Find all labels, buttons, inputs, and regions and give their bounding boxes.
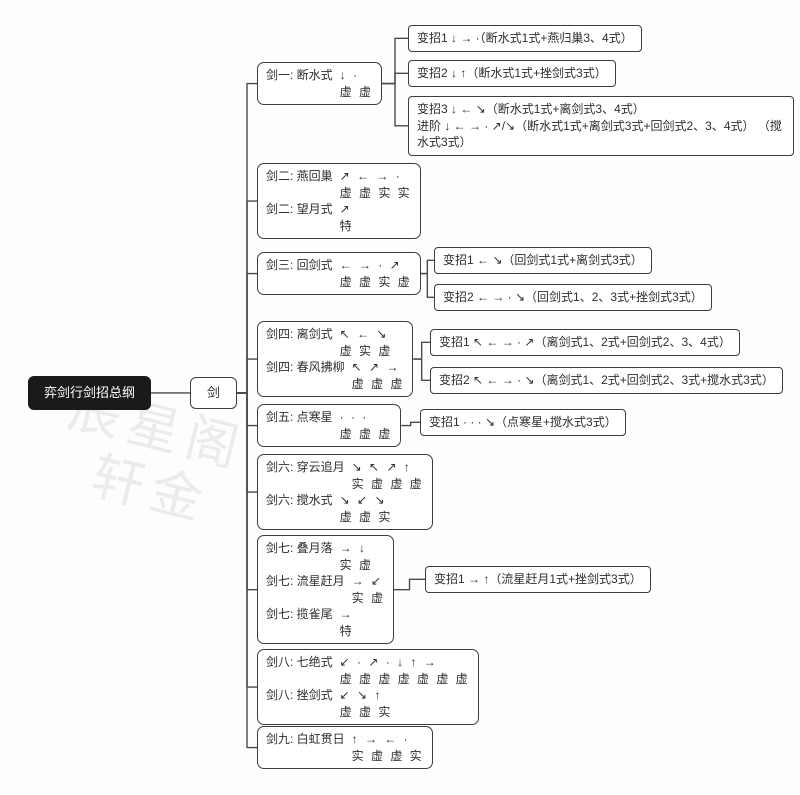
branch-node-jian6[interactable]: 剑六: 穿云追月↘ ↖ ↗ ↑ 剑六: 穿云追月实 虚 虚 虚 剑六: 搅水式↘… [257, 454, 433, 531]
variation-text: 变招2 ← → · ↘（回剑式1、2、3式+挫剑式3式） [443, 290, 703, 304]
arrow-sequence: ↘ ↙ ↘ [339, 493, 387, 508]
marks-text: 虚 虚 虚 [351, 376, 405, 391]
marks-text: 虚 虚 虚 [339, 426, 393, 441]
branch-node-jian4[interactable]: 剑四: 离剑式↖ ← ↘ 剑四: 离剑式虚 实 虚 剑四: 春风拂柳↖ ↗ → … [257, 321, 414, 398]
sword-trunk-node[interactable]: 剑 [190, 377, 238, 409]
arrow-sequence: → ↓ [339, 541, 368, 555]
technique-row: 剑六: 搅水式↘ ↙ ↘ 剑六: 搅水式虚 虚 实 [266, 492, 424, 525]
variation-node-jian4-2[interactable]: 变招2 ↖ ← → · ↘（离剑式1、2式+回剑式2、3式+搅水式3式） [430, 367, 783, 394]
variation-node-jian3-1[interactable]: 变招1 ← ↘（回剑式1式+离剑式3式） [434, 247, 652, 274]
marks-text: 虚 虚 虚 虚 虚 虚 虚 [339, 671, 470, 686]
variation-text: 变招2 ↓ ↑（断水式1式+挫剑式3式） [417, 66, 607, 80]
technique-name: 剑八: 七绝式 [266, 655, 333, 669]
variation-node-jian7-1[interactable]: 变招1 → ↑（流星赶月1式+挫剑式3式） [425, 566, 651, 593]
technique-row: 剑七: 叠月落→ ↓ 剑七: 叠月落实 虚 [266, 540, 385, 573]
technique-row: 剑五: 点寒星· · · 剑五: 点寒星虚 虚 虚 [266, 409, 392, 442]
arrow-sequence: · · · [339, 410, 369, 424]
arrow-sequence: ↑ → ← · [351, 732, 410, 746]
technique-row: 剑一: 断水式↓ · 剑一: 断水式虚 虚 [266, 67, 373, 100]
arrow-sequence: → [339, 607, 354, 622]
variation-node-jian4-1[interactable]: 变招1 ↖ ← → · ↗（离剑式1、2式+回剑式2、3、4式） [430, 329, 740, 356]
arrow-sequence: ↙ · ↗ · ↓ ↑ → [339, 655, 438, 669]
technique-name: 剑二: 燕回巢 [266, 169, 333, 183]
variation-text: 进阶 ↓ ← → · ↗/↘（断水式1式+离剑式3式+回剑式2、3、4式） （搅… [417, 118, 782, 150]
root-label: 弈剑行剑招总纲 [44, 385, 136, 400]
variation-node-jian5-1[interactable]: 变招1 · · · ↘（点寒星+搅水式3式） [420, 409, 626, 436]
variation-node-jian1-1[interactable]: 变招1 ↓ → ·（断水式1式+燕归巢3、4式） [408, 25, 642, 52]
branch-node-jian9[interactable]: 剑九: 白虹贯日↑ → ← · 剑九: 白虹贯日实 虚 虚 实 [257, 726, 433, 770]
technique-name: 剑五: 点寒星 [266, 410, 333, 424]
arrow-sequence: ↙ ↘ ↑ [339, 688, 383, 703]
arrow-sequence: ↖ ↗ → [351, 360, 401, 375]
branch-node-jian3[interactable]: 剑三: 回剑式← → · ↗ 剑三: 回剑式虚 虚 实 虚 [257, 252, 421, 296]
technique-name: 剑四: 离剑式 [266, 327, 333, 341]
arrow-sequence: ↗ [339, 202, 352, 217]
branch-node-jian5[interactable]: 剑五: 点寒星· · · 剑五: 点寒星虚 虚 虚 [257, 404, 402, 448]
branch-node-jian2[interactable]: 剑二: 燕回巢↗ ← → · 剑二: 燕回巢虚 虚 实 实 剑二: 望月式↗ 剑… [257, 163, 421, 240]
variation-text: 变招3 ↓ ← ↘（断水式1式+离剑式3、4式） [417, 102, 645, 116]
arrow-sequence: → ↙ [351, 574, 384, 589]
marks-text: 虚 虚 [339, 84, 374, 99]
root-node[interactable]: 弈剑行剑招总纲 [28, 376, 152, 410]
arrow-sequence: ← → · ↗ [339, 258, 402, 272]
marks-text: 实 虚 虚 虚 [351, 476, 424, 491]
arrow-sequence: ↘ ↖ ↗ ↑ [351, 460, 412, 474]
variation-text: 变招2 ↖ ← → · ↘（离剑式1、2式+回剑式2、3式+搅水式3式） [439, 373, 774, 387]
marks-text: 虚 虚 实 实 [339, 185, 412, 200]
variation-text: 变招1 · · · ↘（点寒星+搅水式3式） [429, 415, 617, 429]
variation-text: 变招1 ← ↘（回剑式1式+离剑式3式） [443, 253, 643, 267]
marks-text: 虚 虚 实 [339, 509, 393, 524]
marks-text: 实 虚 [351, 590, 386, 605]
technique-name: 剑六: 搅水式 [266, 493, 333, 508]
variation-node-jian3-2[interactable]: 变招2 ← → · ↘（回剑式1、2、3式+挫剑式3式） [434, 284, 712, 311]
variation-text: 变招1 ↖ ← → · ↗（离剑式1、2式+回剑式2、3、4式） [439, 335, 731, 349]
technique-row: 剑九: 白虹贯日↑ → ← · 剑九: 白虹贯日实 虚 虚 实 [266, 731, 424, 764]
technique-row: 剑七: 揽雀尾→ 剑七: 揽雀尾特 [266, 606, 385, 639]
technique-name: 剑二: 望月式 [266, 202, 333, 217]
technique-name: 剑八: 挫剑式 [266, 688, 333, 703]
technique-name: 剑六: 穿云追月 [266, 460, 345, 474]
marks-text: 虚 虚 实 [339, 704, 393, 719]
technique-name: 剑七: 叠月落 [266, 541, 333, 555]
arrow-sequence: ↗ ← → · [339, 169, 402, 183]
technique-row: 剑四: 春风拂柳↖ ↗ → 剑四: 春风拂柳虚 虚 虚 [266, 359, 404, 392]
marks-text: 虚 实 虚 [339, 343, 393, 358]
technique-row: 剑三: 回剑式← → · ↗ 剑三: 回剑式虚 虚 实 虚 [266, 257, 412, 290]
technique-name: 剑一: 断水式 [266, 68, 333, 82]
variation-node-jian1-2[interactable]: 变招2 ↓ ↑（断水式1式+挫剑式3式） [408, 60, 616, 87]
arrow-sequence: ↓ · [339, 68, 360, 82]
technique-name: 剑三: 回剑式 [266, 258, 333, 272]
variation-text: 变招1 → ↑（流星赶月1式+挫剑式3式） [434, 572, 642, 586]
arrow-sequence: ↖ ← ↘ [339, 327, 389, 341]
technique-row: 剑二: 望月式↗ 剑二: 望月式特 [266, 201, 412, 234]
technique-name: 剑七: 揽雀尾 [266, 607, 333, 622]
marks-text: 特 [339, 623, 354, 638]
technique-row: 剑八: 七绝式↙ · ↗ · ↓ ↑ → 剑八: 七绝式虚 虚 虚 虚 虚 虚 … [266, 654, 470, 687]
technique-row: 剑六: 穿云追月↘ ↖ ↗ ↑ 剑六: 穿云追月实 虚 虚 虚 [266, 459, 424, 492]
technique-name: 剑九: 白虹贯日 [266, 732, 345, 746]
technique-row: 剑二: 燕回巢↗ ← → · 剑二: 燕回巢虚 虚 实 实 [266, 168, 412, 201]
branch-node-jian1[interactable]: 剑一: 断水式↓ · 剑一: 断水式虚 虚 [257, 62, 383, 106]
branch-node-jian8[interactable]: 剑八: 七绝式↙ · ↗ · ↓ ↑ → 剑八: 七绝式虚 虚 虚 虚 虚 虚 … [257, 649, 479, 726]
technique-name: 剑四: 春风拂柳 [266, 360, 345, 375]
trunk-label: 剑 [207, 385, 221, 400]
variation-node-jian1-3[interactable]: 变招3 ↓ ← ↘（断水式1式+离剑式3、4式） 进阶 ↓ ← → · ↗/↘（… [408, 96, 794, 156]
marks-text: 虚 虚 实 虚 [339, 274, 412, 289]
technique-row: 剑四: 离剑式↖ ← ↘ 剑四: 离剑式虚 实 虚 [266, 326, 404, 359]
technique-row: 剑八: 挫剑式↙ ↘ ↑ 剑八: 挫剑式虚 虚 实 [266, 687, 470, 720]
technique-row: 剑七: 流星赶月→ ↙ 剑七: 流星赶月实 虚 [266, 573, 385, 606]
branch-node-jian7[interactable]: 剑七: 叠月落→ ↓ 剑七: 叠月落实 虚 剑七: 流星赶月→ ↙ 剑七: 流星… [257, 535, 395, 645]
marks-text: 实 虚 虚 实 [351, 748, 424, 763]
marks-text: 实 虚 [339, 557, 374, 572]
marks-text: 特 [339, 218, 354, 233]
technique-name: 剑七: 流星赶月 [266, 574, 345, 589]
variation-text: 变招1 ↓ → ·（断水式1式+燕归巢3、4式） [417, 31, 633, 45]
